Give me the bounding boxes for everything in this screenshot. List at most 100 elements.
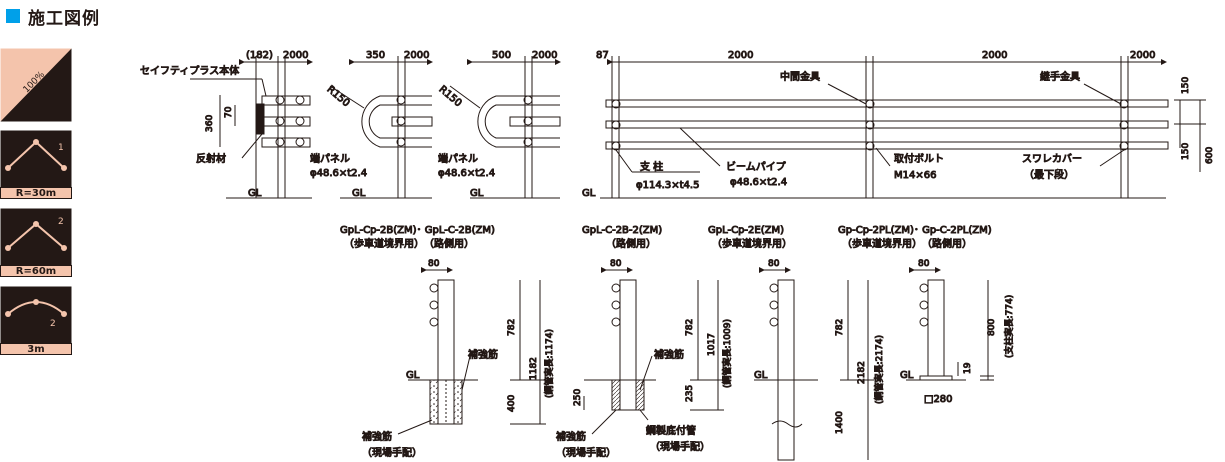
b2-sleeve-note: （現場手配） [650,440,710,453]
b2-code: GpL-C-2B-2(ZM) [582,225,662,236]
b1-dim-80: 80 [428,259,440,269]
view-3-end-panel [449,56,561,199]
v2-dim-b: 2000 [404,50,429,61]
v2-radius: R150 [325,84,352,109]
tile-3m-label: 3m [0,343,72,355]
b2-dim-782: 782 [685,319,695,336]
tile-r60-graphic: 2 [0,208,72,266]
v1-dim-a: (182) [246,50,273,61]
b4-dim-80: 80 [918,259,930,269]
v1-dim-b: 2000 [283,50,308,61]
tile-3m-number: 2 [50,319,56,329]
v1-callout-body: セイフティプラス本体 [140,64,239,77]
v4-gl: GL [582,188,596,199]
v2-pipe-spec: φ48.6×t2.4 [310,168,367,179]
bottom-3-driven-post [754,267,874,461]
v4-mid-fitting: 中間金具 [780,70,820,83]
b2-dim-1017: 1017 [707,333,717,356]
tile-r60-label: R=60m [0,265,72,277]
tile-r30-label: R=30m [0,187,72,199]
v2-gl: GL [352,188,366,199]
v3-gl: GL [470,188,484,199]
view-4-front-elevation [600,56,1206,199]
b1-dim-1182: 1182 [529,357,539,380]
tile-r30: 1 R=30m [0,130,72,200]
bottom-1-buried-post [397,267,546,435]
v1-callout-reflector: 反射材 [196,152,226,165]
title-bar: 施工図例 [6,4,100,29]
v4-dim-2000b: 2000 [982,50,1007,61]
b3-use: （歩車道境界用） [712,237,792,250]
tile-r30-graphic: 1 [0,130,72,188]
v4-dim-600: 600 [1205,147,1215,164]
b1-dim-400: 400 [507,395,517,412]
tile-3m: 2 3m [0,286,72,356]
tile-100-percent: 100% [0,48,72,122]
b4-dim-800: 800 [987,319,997,336]
view-2-end-panel [329,56,433,199]
v3-dim-b: 2000 [532,50,557,61]
b2-dim-250: 250 [573,389,583,406]
v4-beam-pipe: ビームパイプ [726,161,786,173]
v3-radius: R150 [437,84,464,109]
tile-r60: 2 R=60m [0,208,72,278]
b1-code: GpL-Cp-2B(ZM)･ GpL-C-2B(ZM) [340,225,495,236]
b1-rebar: 補強筋 [468,348,498,361]
b3-dim-2182: 2182 [857,361,867,384]
page-title: 施工図例 [28,8,100,29]
v3-end-panel: 端パネル [438,152,478,165]
v4-joint-fitting: 継手金具 [1040,70,1080,83]
b4-use: （歩車道境界用） （路側用） [842,237,972,250]
b4-actual: (支柱実長:774) [1003,295,1015,358]
v4-dim-87: 87 [596,50,609,61]
b2-use: （路側用） [606,237,656,250]
v3-dim-a: 500 [492,50,511,61]
b4-base: □280 [924,394,953,405]
b2-dim-80: 80 [610,259,622,269]
b1-onsite: （現場手配） [362,446,422,459]
v4-dim-150b: 150 [1181,143,1191,160]
v4-bolt-label: 取付ボルト [894,152,944,165]
b4-dim-19: 19 [963,362,973,374]
b1-rebar-bottom: 補強筋 [362,430,392,443]
v4-post-spec: φ114.3×t4.5 [636,180,699,191]
v4-dim-2000a: 2000 [728,50,753,61]
view-1-end-section [190,56,313,199]
v4-dim-2000c: 2000 [1130,50,1155,61]
title-marker [6,9,20,23]
b2-rebar-bottom: 補強筋 [556,430,586,443]
b1-dim-782: 782 [507,319,517,336]
b1-use: （歩車道境界用） （路側用） [344,237,474,250]
v4-beam-spec: φ48.6×t2.4 [730,177,787,188]
b3-gl: GL [754,370,768,381]
b2-onsite: （現場手配） [556,446,616,459]
b2-sleeve: 鋼製底付管 [646,424,696,437]
v4-sleeve-label: スワレカバー [1022,153,1082,165]
b3-dim-782: 782 [835,319,845,336]
bottom-2-sleeve-post [583,267,724,435]
tile-3m-graphic: 2 [0,286,72,344]
b4-gl: GL [900,370,914,381]
v2-dim-a: 350 [366,50,385,61]
v1-dim-70: 70 [224,106,234,118]
tile-r30-number: 1 [58,143,64,153]
tile-100-percent-graphic: 100% [0,48,72,122]
b3-dim-1400: 1400 [835,411,845,434]
v3-pipe-spec: φ48.6×t2.4 [438,168,495,179]
b2-rebar: 補強筋 [654,348,684,361]
v4-post-label: 支 柱 [640,160,663,173]
b1-gl: GL [406,370,420,381]
b4-code: Gp-Cp-2PL(ZM)･ Gp-C-2PL(ZM) [838,225,992,236]
b3-code: GpL-Cp-2E(ZM) [708,225,784,236]
v2-end-panel: 端パネル [310,152,350,165]
b1-actual: (鋼管実長:1174) [543,329,555,398]
b2-dim-235: 235 [685,385,695,402]
v4-dim-150a: 150 [1181,77,1191,94]
b3-actual: (鋼管実長:2174) [873,335,885,404]
bottom-4-base-plate-post [906,267,994,381]
b2-actual: (鋼管実長:1009) [721,319,733,388]
tile-r60-number: 2 [58,217,64,227]
v4-bolt-spec: M14×66 [894,170,936,181]
v1-dim-360: 360 [205,115,215,132]
